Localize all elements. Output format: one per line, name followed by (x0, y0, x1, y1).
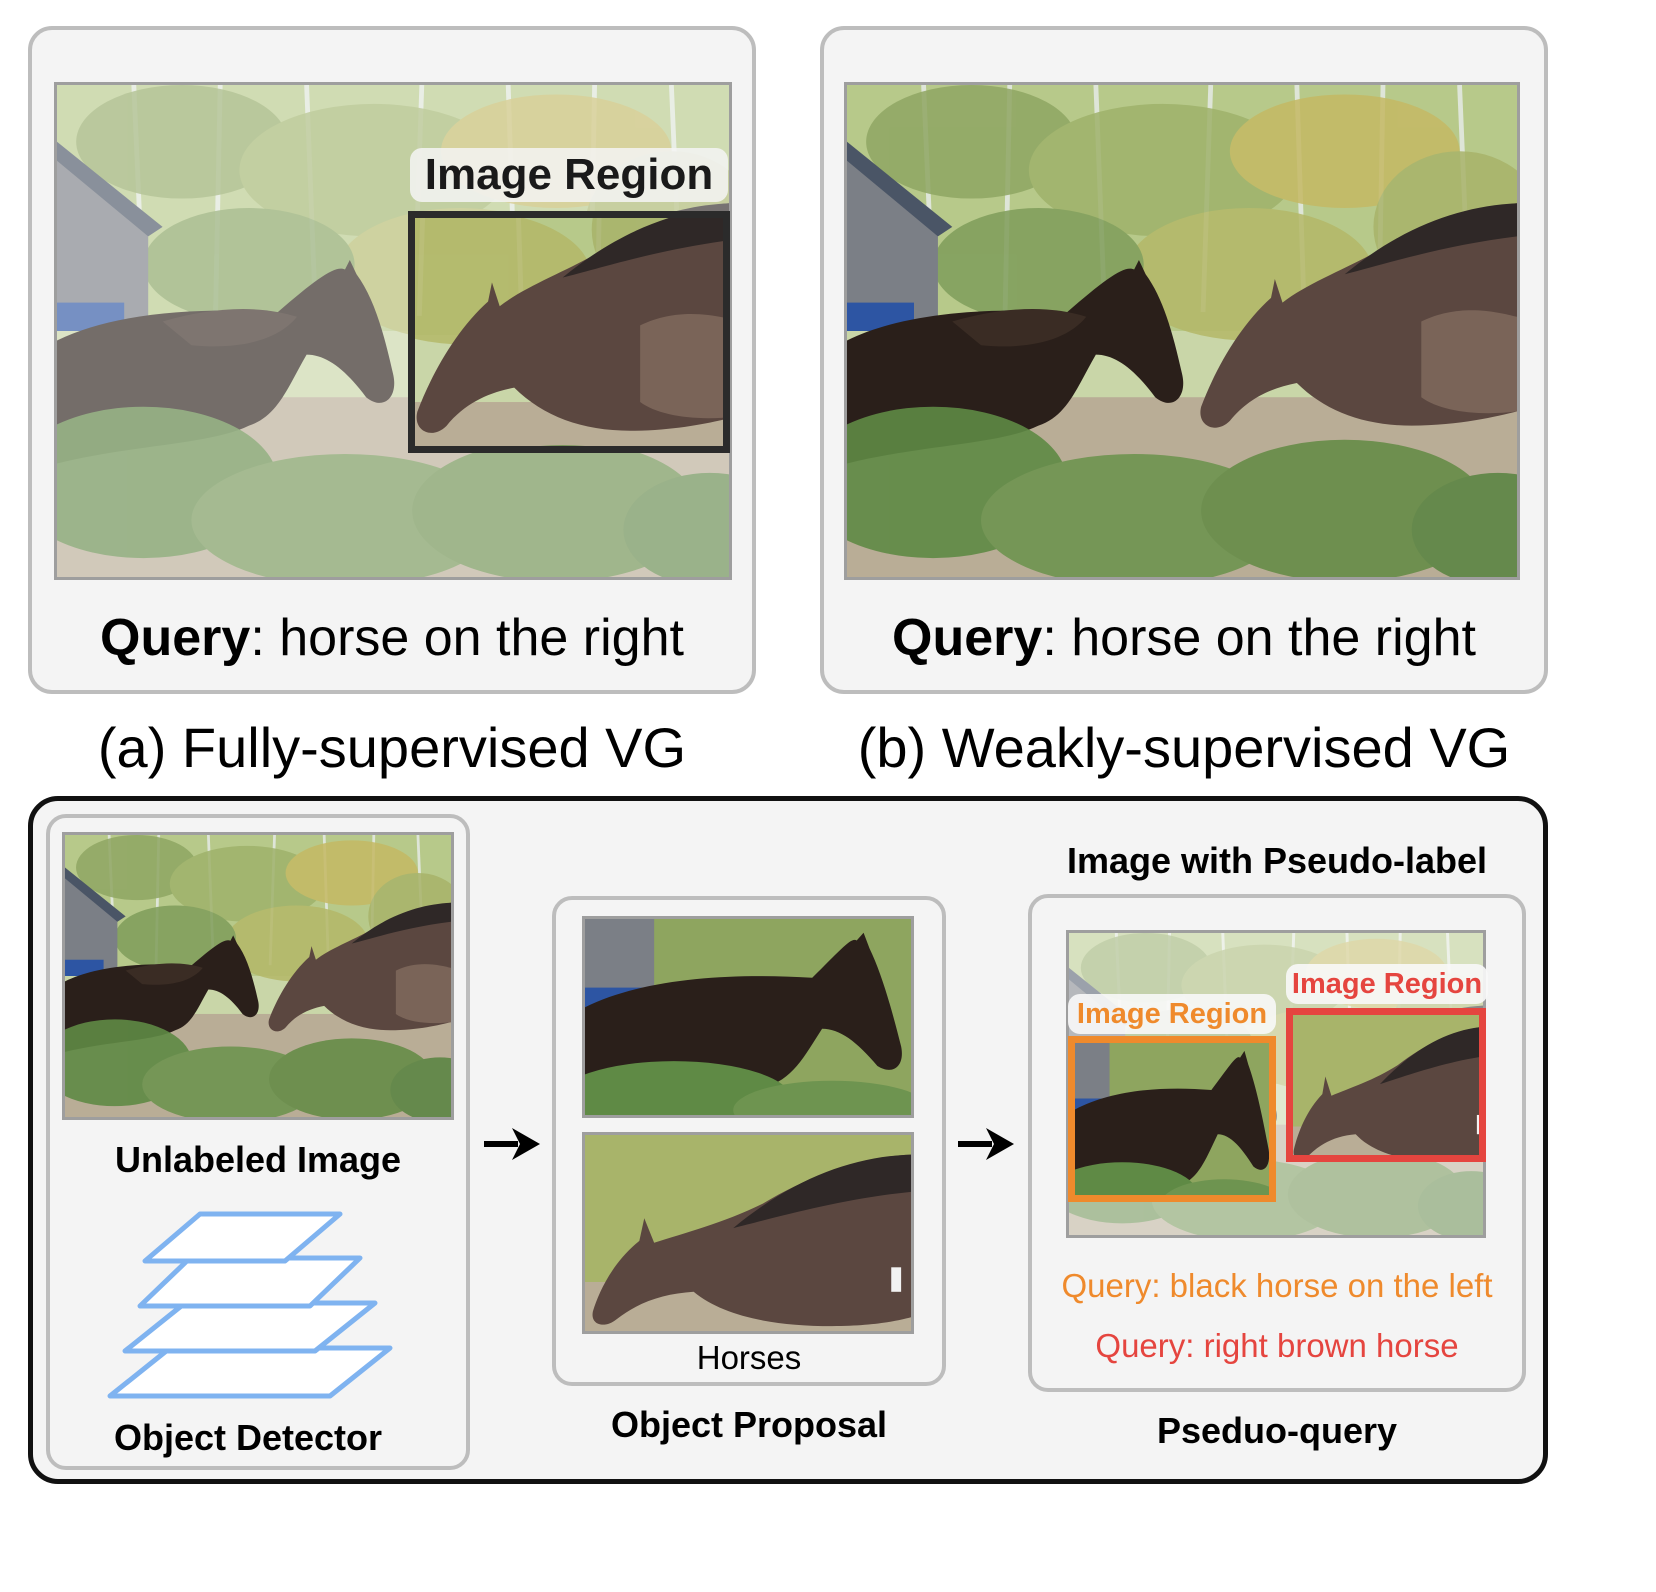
query-value-a: : horse on the right (250, 609, 684, 667)
query-value-b: : horse on the right (1042, 609, 1476, 667)
query-text-b: Query: horse on the right (820, 607, 1548, 669)
unlabeled-image (62, 832, 454, 1120)
caption-b: (b) Weakly-supervised VG (857, 716, 1511, 779)
arrow-right-icon (484, 1128, 540, 1160)
orange-region-label: Image Region (1068, 994, 1276, 1034)
image-region-label-a: Image Region (410, 148, 728, 202)
horse-image-b (844, 82, 1520, 580)
object-proposal-label: Object Proposal (610, 1404, 888, 1445)
horses-label: Horses (696, 1339, 802, 1376)
proposal-image-left-horse (582, 916, 914, 1118)
orange-region-box (1068, 1036, 1276, 1202)
caption-a: (a) Fully-supervised VG (97, 716, 687, 779)
pseudo-query-label: Pseduo-query (1156, 1410, 1398, 1451)
object-detector-label: Object Detector (113, 1417, 383, 1458)
proposal-image-right-horse (582, 1132, 914, 1334)
red-region-label: Image Region (1286, 964, 1488, 1004)
query-label-a: Query (100, 609, 251, 667)
pseudo-label-title: Image with Pseudo-label (1066, 840, 1488, 881)
image-region-box-a (408, 211, 730, 453)
layers-icon (107, 1211, 393, 1399)
unlabeled-image-label: Unlabeled Image (114, 1139, 402, 1180)
arrow-right-icon (958, 1128, 1014, 1160)
query-text-a: Query: horse on the right (28, 607, 756, 669)
query-label-b: Query (892, 609, 1043, 667)
query-red: Query: right brown horse (1095, 1327, 1459, 1364)
red-region-box (1286, 1008, 1486, 1162)
query-orange: Query: black horse on the left (1061, 1267, 1493, 1304)
